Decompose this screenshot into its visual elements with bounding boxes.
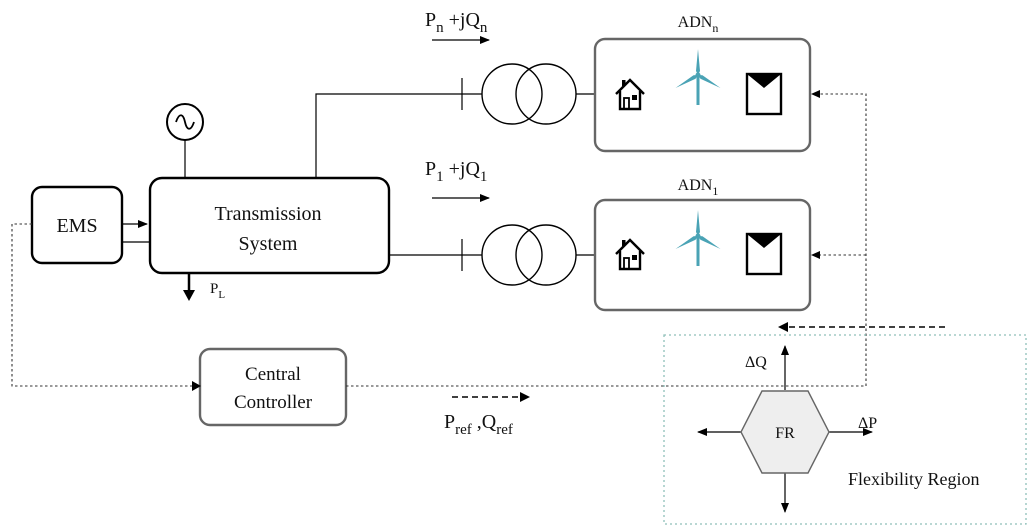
signal-arrow-central	[192, 381, 201, 391]
load-label: PL	[210, 281, 225, 301]
control-signal-lines	[11, 93, 867, 387]
ems-connectors	[122, 220, 150, 243]
delta-q-label: ΔQ	[745, 354, 767, 371]
flexibility-region-label: Flexibility Region	[848, 469, 980, 489]
transmission-label-line2: System	[239, 233, 298, 255]
signal-arrow-adn-1	[811, 251, 820, 259]
central-label-line1: Central	[245, 364, 301, 385]
transmission-system-block: Transmission System	[148, 176, 391, 275]
flow-label-top: Pn +jQn	[425, 9, 488, 36]
delta-p-label: ΔP	[858, 415, 877, 432]
central-controller-block: Central Controller	[198, 347, 348, 427]
flexibility-axes	[697, 345, 873, 513]
ref-arrow-head	[520, 392, 530, 402]
transformer-bottom-icon	[481, 224, 577, 286]
flow-label-bottom: P1 +jQ1	[425, 158, 487, 185]
generator-icon	[166, 103, 204, 141]
flex-feedback-arrow-head	[778, 322, 788, 332]
adn-n-label: ADNn	[678, 14, 719, 35]
adn-1-label: ADN1	[678, 177, 719, 198]
transformer-top-icon	[481, 63, 577, 125]
power-lines	[184, 78, 595, 271]
fr-hexagon: FR	[740, 390, 830, 474]
ems-label: EMS	[56, 215, 97, 237]
transmission-label-line1: Transmission	[214, 203, 321, 225]
flexibility-region-border	[663, 334, 1027, 525]
ems-block: EMS	[30, 185, 124, 265]
load-arrow	[183, 273, 195, 301]
adn-n-box	[593, 37, 812, 153]
signal-arrow-adn-n	[811, 90, 820, 98]
ref-label: Pref ,Qref	[444, 411, 513, 438]
fr-label: FR	[775, 425, 795, 442]
central-label-line2: Controller	[234, 392, 313, 413]
adn-1-box	[593, 198, 812, 312]
